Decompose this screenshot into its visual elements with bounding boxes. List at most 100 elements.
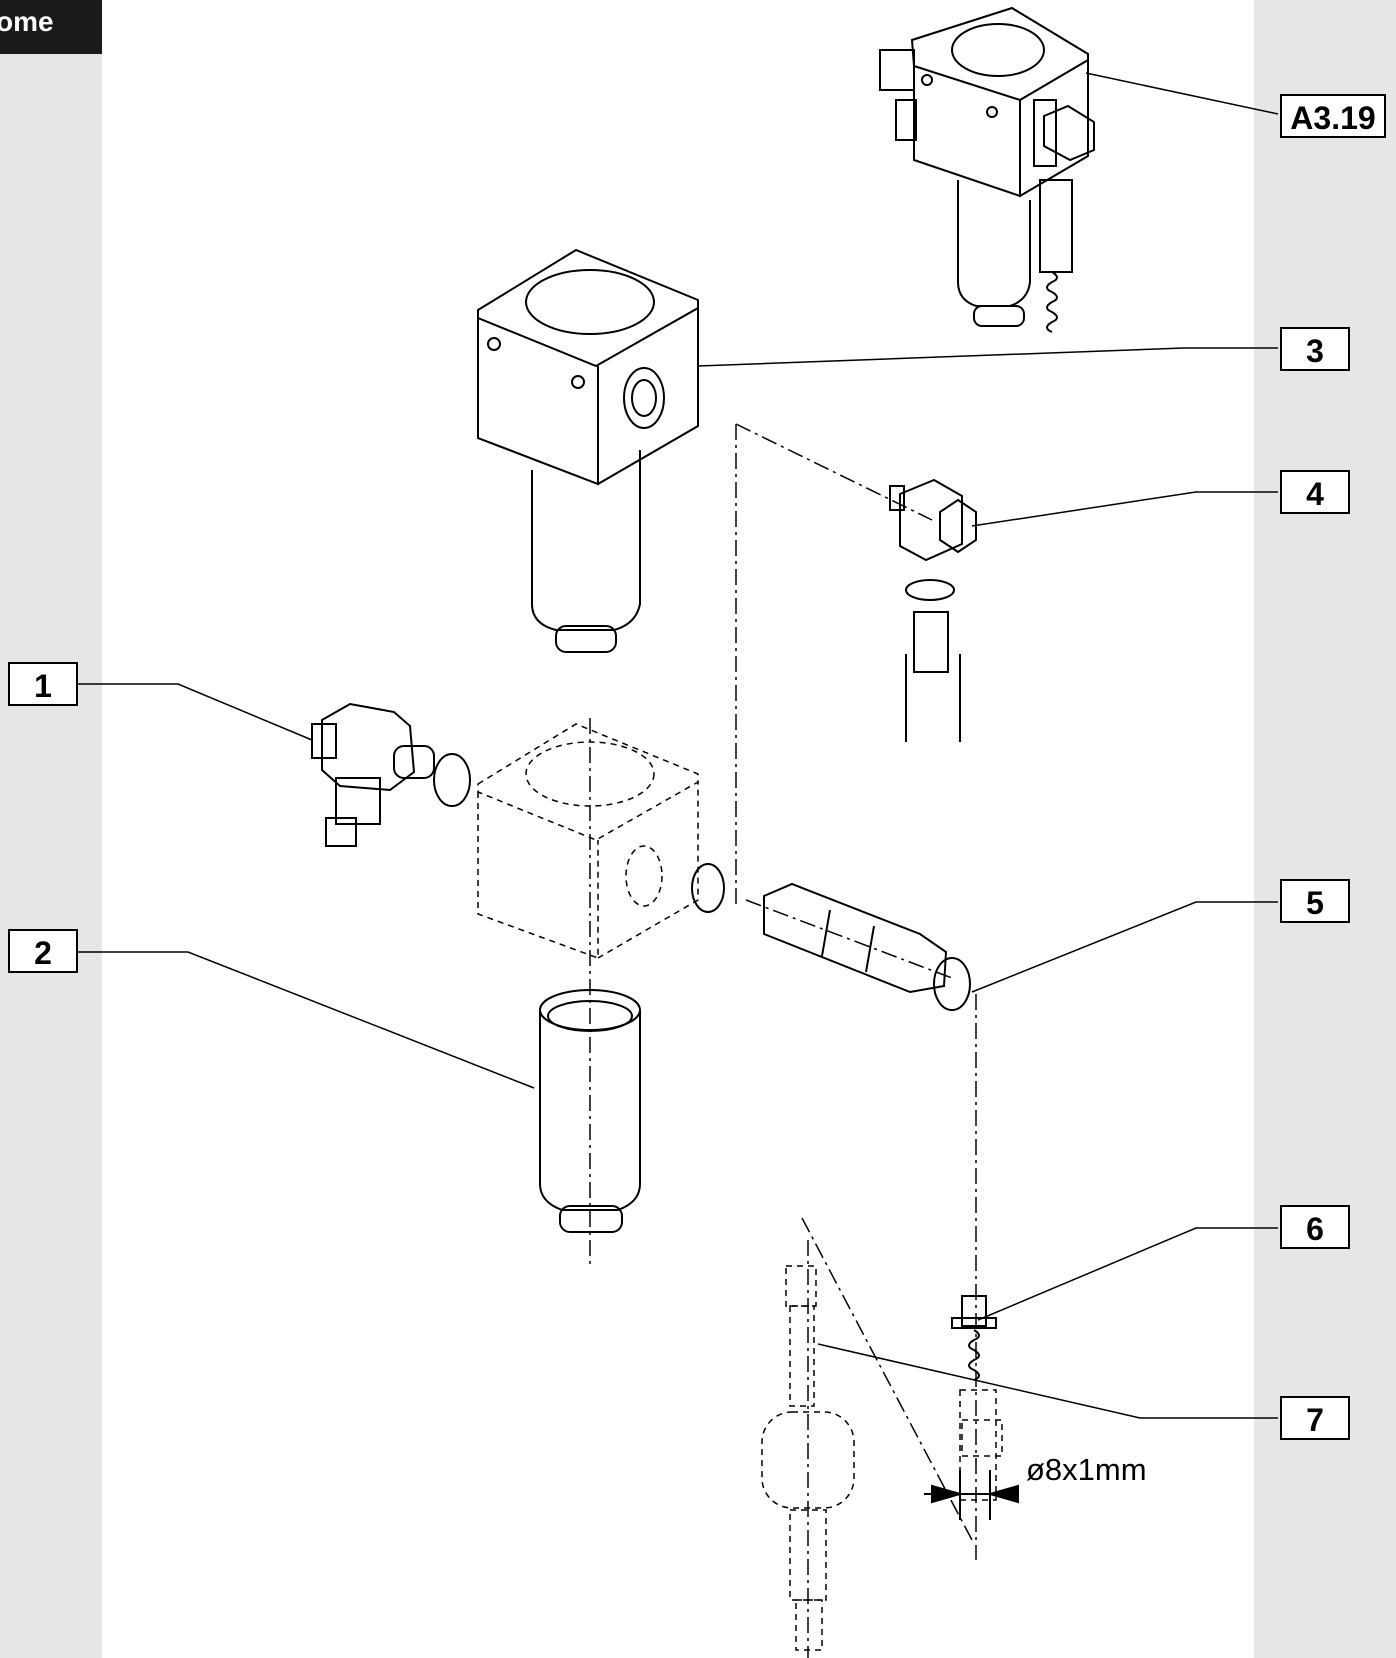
callout-7-label: 7 bbox=[1306, 1402, 1324, 1438]
assembled-bowl-cap bbox=[973, 305, 1025, 327]
assembled-unit bbox=[879, 6, 1095, 333]
part3-bore bbox=[525, 269, 655, 335]
assembled-block-hole-a bbox=[921, 74, 933, 86]
assembled-block-bore bbox=[951, 23, 1045, 77]
assembled-side-valve-nut bbox=[895, 99, 917, 141]
part3-front bbox=[477, 318, 599, 486]
callout-3[interactable]: 3 bbox=[1280, 327, 1350, 371]
part4-oring bbox=[905, 579, 955, 601]
assembled-block-hole-b bbox=[986, 106, 998, 118]
part2-body bbox=[539, 1010, 641, 1211]
home-tab[interactable]: ome bbox=[0, 0, 102, 54]
part-3-housing bbox=[477, 248, 699, 653]
assembled-spring bbox=[1046, 271, 1058, 333]
part5-band-b bbox=[865, 925, 875, 973]
part2-cap bbox=[559, 1205, 623, 1233]
part3-port-inner bbox=[631, 379, 657, 417]
part5-oring-right bbox=[933, 957, 971, 1011]
assembled-indicator-head bbox=[1033, 99, 1057, 167]
dashed-bore bbox=[525, 741, 655, 807]
callout-4[interactable]: 4 bbox=[1280, 470, 1350, 514]
part1-knurl bbox=[335, 777, 381, 825]
part6-head bbox=[961, 1295, 987, 1327]
part7-body bbox=[761, 1411, 855, 1509]
assembled-bowl bbox=[957, 180, 1031, 307]
part-5-valve bbox=[691, 863, 971, 1011]
callout-2-label: 2 bbox=[34, 935, 52, 971]
part-dashed-block bbox=[477, 723, 699, 960]
callout-1[interactable]: 1 bbox=[8, 662, 78, 706]
leader-1 bbox=[78, 683, 313, 741]
assembled-side-valve bbox=[879, 49, 915, 91]
part1-stem bbox=[393, 745, 435, 779]
part3-hole-b bbox=[571, 375, 585, 389]
dim-arrow-right bbox=[986, 1484, 1019, 1504]
dim-arrow-left bbox=[931, 1484, 964, 1504]
part6-coil bbox=[968, 1329, 980, 1381]
callout-5[interactable]: 5 bbox=[1280, 879, 1350, 923]
callout-a319-label: A3.19 bbox=[1290, 100, 1376, 136]
part5-body bbox=[763, 882, 948, 994]
part3-side bbox=[597, 308, 699, 485]
leader-5 bbox=[971, 901, 1278, 993]
part3-bowl bbox=[531, 450, 641, 631]
assembled-indicator-body bbox=[1039, 179, 1073, 273]
centerline-5 bbox=[745, 899, 953, 979]
leader-3 bbox=[697, 347, 1278, 367]
part1-nut bbox=[311, 723, 337, 759]
assembled-block-side bbox=[1019, 60, 1089, 197]
part7-bottom bbox=[795, 1599, 823, 1651]
leader-lines bbox=[78, 72, 1279, 1419]
part3-bowl-cap bbox=[555, 625, 617, 653]
leader-a319 bbox=[1085, 72, 1279, 115]
part2-rim-inner bbox=[547, 1000, 633, 1032]
dashed-port bbox=[625, 845, 663, 907]
callout-4-label: 4 bbox=[1306, 476, 1324, 512]
callout-6-label: 6 bbox=[1306, 1211, 1324, 1247]
assembled-indicator-hex bbox=[1043, 104, 1095, 162]
part3-port-outer bbox=[623, 367, 665, 429]
part4-hex bbox=[939, 498, 977, 554]
callout-6[interactable]: 6 bbox=[1280, 1205, 1350, 1249]
leader-4 bbox=[971, 491, 1278, 527]
part7-side-knurl bbox=[961, 1419, 1003, 1457]
left-margin-band bbox=[0, 0, 102, 1658]
part1-body bbox=[321, 702, 416, 792]
home-tab-label: ome bbox=[0, 6, 54, 37]
part4-thread bbox=[913, 611, 949, 673]
part-4-indicator bbox=[889, 478, 977, 742]
leader-7 bbox=[817, 1343, 1278, 1419]
callout-5-label: 5 bbox=[1306, 885, 1324, 921]
part-7-fitting bbox=[761, 1265, 1003, 1651]
part1-oring bbox=[433, 753, 471, 807]
centerline-diag bbox=[801, 1217, 973, 1541]
part1-tip bbox=[325, 817, 357, 847]
right-margin-band bbox=[1254, 0, 1396, 1658]
assembled-block-top bbox=[910, 6, 1089, 102]
part5-oring-left bbox=[691, 863, 725, 913]
part4-stem bbox=[889, 485, 905, 511]
part3-top bbox=[477, 248, 699, 368]
callout-3-label: 3 bbox=[1306, 333, 1324, 369]
dashed-top bbox=[477, 723, 699, 841]
callout-a319[interactable]: A3.19 bbox=[1280, 94, 1386, 138]
part3-hole-a bbox=[487, 337, 501, 351]
dimension-marks bbox=[924, 1470, 1019, 1520]
part-6-spring bbox=[951, 1295, 997, 1381]
dashed-side bbox=[597, 782, 699, 959]
callout-2[interactable]: 2 bbox=[8, 929, 78, 973]
callout-1-label: 1 bbox=[34, 668, 52, 704]
part6-collar bbox=[951, 1317, 997, 1329]
dimension-label: ø8x1mm bbox=[1026, 1452, 1147, 1487]
callout-7[interactable]: 7 bbox=[1280, 1396, 1350, 1440]
part-2-bowl bbox=[539, 989, 641, 1233]
part4-tube bbox=[905, 654, 961, 742]
centerline-path-b bbox=[735, 423, 933, 521]
part4-body bbox=[899, 478, 963, 562]
center-lines bbox=[589, 423, 977, 1658]
assembled-block-front bbox=[913, 66, 1021, 198]
part7-side-fitting bbox=[959, 1389, 997, 1501]
leader-2 bbox=[78, 951, 535, 1089]
part5-band-a bbox=[821, 909, 831, 957]
